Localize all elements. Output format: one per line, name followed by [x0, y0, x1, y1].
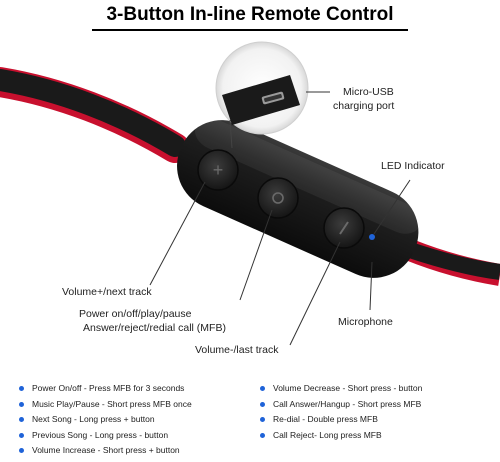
bullet-icon	[19, 386, 24, 391]
left-cable	[0, 67, 190, 163]
right-cable	[405, 239, 500, 286]
usb-zoom-bubble	[215, 41, 309, 135]
list-item: Power On/off - Press MFB for 3 seconds	[16, 381, 192, 397]
list-item: Volume Increase - Short press + button	[16, 443, 192, 459]
page-title: 3-Button In-line Remote Control	[106, 4, 394, 25]
functions-list-right: Volume Decrease - Short press - button C…	[257, 381, 422, 443]
led-indicator-label: LED Indicator	[381, 160, 445, 172]
list-item: Music Play/Pause - Short press MFB once	[16, 397, 192, 413]
remote-illustration: +	[0, 41, 500, 346]
bullet-icon	[19, 448, 24, 454]
led-leader	[373, 179, 411, 235]
bullet-icon	[19, 401, 24, 407]
microphone-leader	[369, 261, 373, 311]
bullet-icon	[260, 417, 265, 423]
led-light	[369, 234, 375, 240]
usb-zoom-connector	[229, 119, 233, 149]
bullet-icon	[19, 432, 24, 438]
list-item: Volume Decrease - Short press - button	[257, 381, 422, 397]
plus-button: +	[197, 149, 239, 191]
title-underline	[92, 29, 408, 31]
bullet-icon	[19, 417, 24, 423]
bullet-icon	[260, 432, 265, 438]
leader-lines	[149, 91, 411, 346]
minus-button	[323, 207, 365, 249]
list-item: Re-dial - Double press MFB	[257, 412, 422, 428]
volume-minus-label: Volume-/last track	[195, 344, 279, 356]
micro-usb-label-line1: Micro-USB	[343, 86, 394, 98]
volume-minus-leader	[289, 241, 341, 346]
micro-usb-label-line2: charging port	[333, 100, 395, 112]
mfb-leader	[239, 209, 273, 301]
list-item: Next Song - Long press + button	[16, 412, 192, 428]
functions-list-left: Power On/off - Press MFB for 3 seconds M…	[16, 381, 192, 459]
bullet-icon	[260, 401, 265, 407]
volume-plus-label: Volume+/next track	[62, 286, 152, 298]
mfb-label-line1: Power on/off/play/pause	[79, 308, 192, 320]
list-item: Call Answer/Hangup - Short press MFB	[257, 397, 422, 413]
mfb-button	[257, 177, 299, 219]
mfb-label-line2: Answer/reject/redial call (MFB)	[83, 322, 226, 334]
bullet-icon	[260, 386, 265, 391]
svg-text:+: +	[213, 160, 224, 180]
microphone-label: Microphone	[338, 316, 393, 328]
volume-plus-leader	[149, 181, 206, 286]
list-item: Previous Song - Long press - button	[16, 428, 192, 444]
list-item: Call Reject- Long press MFB	[257, 428, 422, 444]
